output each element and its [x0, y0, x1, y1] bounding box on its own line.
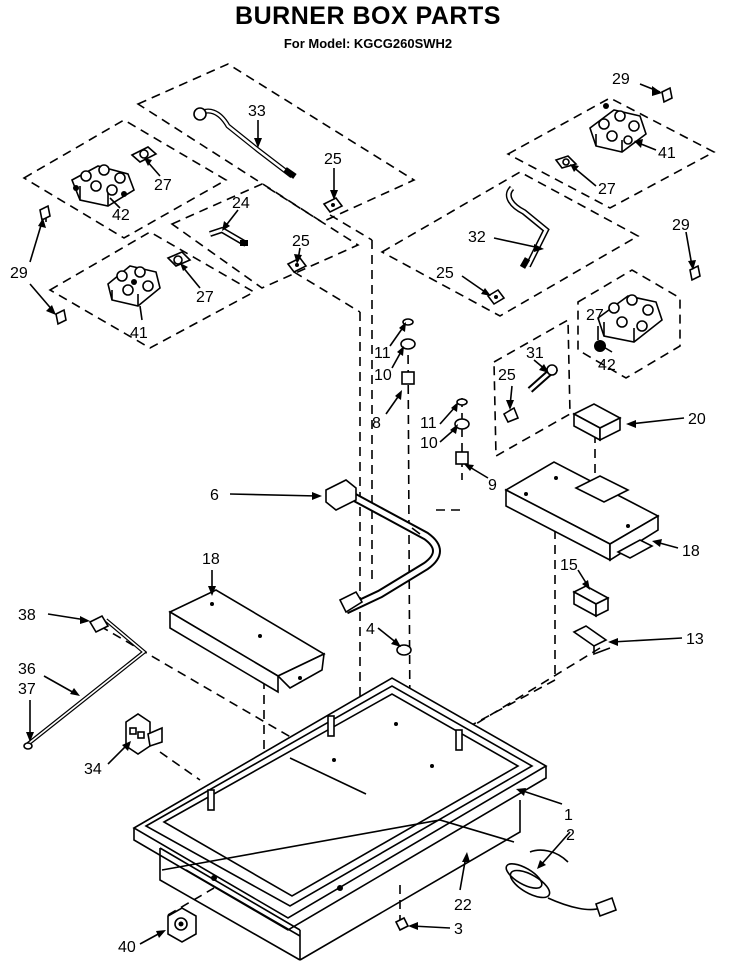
washer-10-b: [454, 418, 470, 430]
orifice-9: [455, 451, 469, 465]
callout-labels: 1 2 3 4 6 8 9 10 10 11 11 13 15 18 18 20…: [10, 71, 706, 956]
assembly-plane-42-right: [577, 269, 681, 379]
assembly-plane-24: [170, 183, 360, 289]
callout-9: 9: [488, 477, 497, 494]
manifold-6: [325, 479, 441, 615]
screw-29-left-top: [39, 204, 51, 222]
callout-41-right: 41: [658, 145, 676, 162]
callout-25-middle-left: 25: [292, 233, 310, 250]
callout-25-middle-right: 25: [436, 265, 454, 282]
igniter-module-20: [572, 403, 622, 442]
valve-bracket-34: [125, 713, 163, 755]
tube-33: [193, 107, 297, 179]
model-subtitle: For Model: KGCG260SWH2: [283, 36, 453, 51]
callout-3: 3: [454, 921, 463, 938]
callout-40: 40: [118, 939, 136, 956]
callout-32: 32: [468, 229, 486, 246]
washer-11-b: [456, 398, 468, 406]
assembly-plane-41-right: [506, 97, 716, 209]
burner-box-1: [132, 677, 548, 961]
valve-40: [167, 907, 197, 943]
callout-38: 38: [18, 607, 36, 624]
callout-27-left-bottom: 27: [196, 289, 214, 306]
screw-29-left-bottom: [55, 308, 67, 326]
callout-34: 34: [84, 761, 102, 778]
callout-4: 4: [366, 621, 375, 638]
callout-25-top: 25: [324, 151, 342, 168]
callout-27-right-bottom: 27: [586, 307, 604, 324]
washer-10-a: [400, 338, 416, 350]
assembly-plane-32: [380, 171, 640, 317]
callout-22: 22: [454, 897, 472, 914]
callout-20: 20: [688, 411, 706, 428]
callout-15: 15: [560, 557, 578, 574]
switch-15: [572, 585, 610, 618]
heat-shield-18-right: [504, 461, 660, 562]
screw-3: [394, 916, 410, 932]
clip-4: [396, 644, 412, 656]
callout-29-left: 29: [10, 265, 28, 282]
assembly-plane-41-left: [48, 231, 256, 349]
insulation-22: [161, 819, 515, 871]
surface-burner-42-left: [70, 146, 158, 207]
nut-25-d: [502, 406, 520, 424]
tube-32: [505, 185, 550, 269]
callout-42-left: 42: [112, 207, 130, 224]
surface-burner-41-left: [107, 251, 192, 307]
callout-18-left: 18: [202, 551, 220, 568]
bracket-38: [88, 614, 110, 634]
callout-36: 36: [18, 661, 36, 678]
callout-2: 2: [566, 827, 575, 844]
callout-42-right: 42: [598, 357, 616, 374]
callout-1: 1: [564, 807, 573, 824]
callout-11-lower: 11: [420, 415, 437, 432]
callout-31: 31: [526, 345, 544, 362]
callout-11-upper: 11: [374, 345, 391, 362]
surface-burner-42-right: [594, 294, 663, 352]
orifice-8: [401, 371, 415, 385]
bracket-13: [572, 625, 611, 656]
callout-27-right-top: 27: [598, 181, 616, 198]
assembly-plane-33: [136, 63, 416, 223]
callout-41-left: 41: [130, 325, 148, 342]
leader-lines: [26, 83, 696, 945]
callout-13: 13: [686, 631, 704, 648]
callout-6: 6: [210, 487, 219, 504]
callout-37: 37: [18, 681, 36, 698]
page-title: BURNER BOX PARTS: [235, 2, 501, 30]
nut-25-a: [322, 196, 344, 214]
callout-8: 8: [372, 415, 381, 432]
nut-25-c: [486, 288, 506, 306]
callout-10-lower: 10: [420, 435, 438, 452]
ignitor-rod-36: [23, 618, 148, 750]
power-cord-2: [505, 849, 618, 918]
assembly-plane-42-left: [22, 119, 228, 239]
callout-27-left-top: 27: [154, 177, 172, 194]
callout-10-upper: 10: [374, 367, 392, 384]
screw-29-right: [689, 264, 701, 282]
callout-29-top-right: 29: [612, 71, 630, 88]
screw-29-top-right: [661, 86, 673, 104]
heat-shield-18-left: [168, 589, 326, 694]
callout-29-right: 29: [672, 217, 690, 234]
callout-24: 24: [232, 195, 250, 212]
tube-24: [209, 226, 248, 247]
callout-18-right: 18: [682, 543, 700, 560]
callout-25-lower: 25: [498, 367, 516, 384]
callout-33: 33: [248, 103, 266, 120]
surface-burner-41-right: [554, 103, 647, 169]
tube-31: [527, 364, 559, 393]
